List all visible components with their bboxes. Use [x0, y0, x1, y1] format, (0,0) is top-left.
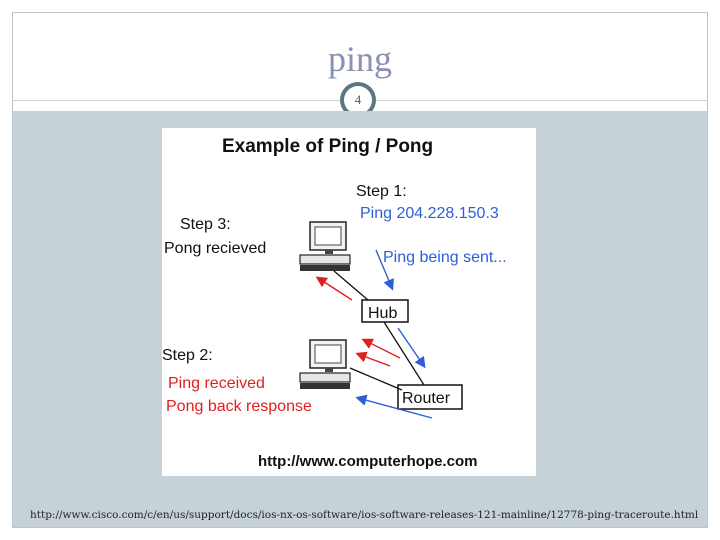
ping-arrow-2 — [397, 327, 426, 369]
ping-arrow-1 — [375, 249, 394, 291]
hub-box — [361, 299, 409, 323]
step1-label: Step 1: — [356, 183, 407, 200]
diagram-footer-url: http://www.computerhope.com — [258, 453, 477, 470]
pong-arrow-2 — [355, 351, 391, 367]
link-computer1-hub — [333, 270, 369, 301]
step1-text: Ping 204.228.150.3 — [360, 205, 499, 222]
ping-sent-text: Ping being sent... — [383, 249, 507, 266]
step2-line1: Ping received — [168, 375, 265, 392]
step3-label: Step 3: — [180, 216, 231, 233]
router-box — [397, 384, 463, 410]
hub-label: Hub — [368, 305, 397, 322]
computer-1-icon — [299, 221, 351, 271]
step3-text: Pong recieved — [164, 240, 266, 257]
link-hub-router — [383, 321, 425, 386]
pong-arrow-1 — [361, 338, 401, 359]
page-number: 4 — [344, 86, 372, 114]
step2-line2: Pong back response — [166, 398, 312, 415]
diagram-heading: Example of Ping / Pong — [222, 136, 433, 157]
ping-pong-diagram: Example of Ping / Pong Step 1: Ping 204.… — [162, 128, 536, 476]
pong-arrow-3 — [315, 276, 353, 301]
ping-arrow-3 — [355, 394, 433, 419]
router-label: Router — [402, 390, 451, 407]
title-divider-right — [376, 100, 708, 101]
step2-label: Step 2: — [162, 347, 213, 364]
title-divider-left — [12, 100, 340, 101]
computer-2-icon — [299, 339, 351, 389]
slide-title: ping — [327, 39, 392, 79]
source-link[interactable]: http://www.cisco.com/c/en/us/support/doc… — [30, 509, 699, 521]
diagram-svg: Example of Ping / Pong Step 1: Ping 204.… — [162, 136, 507, 470]
link-computer2-router — [349, 367, 403, 391]
